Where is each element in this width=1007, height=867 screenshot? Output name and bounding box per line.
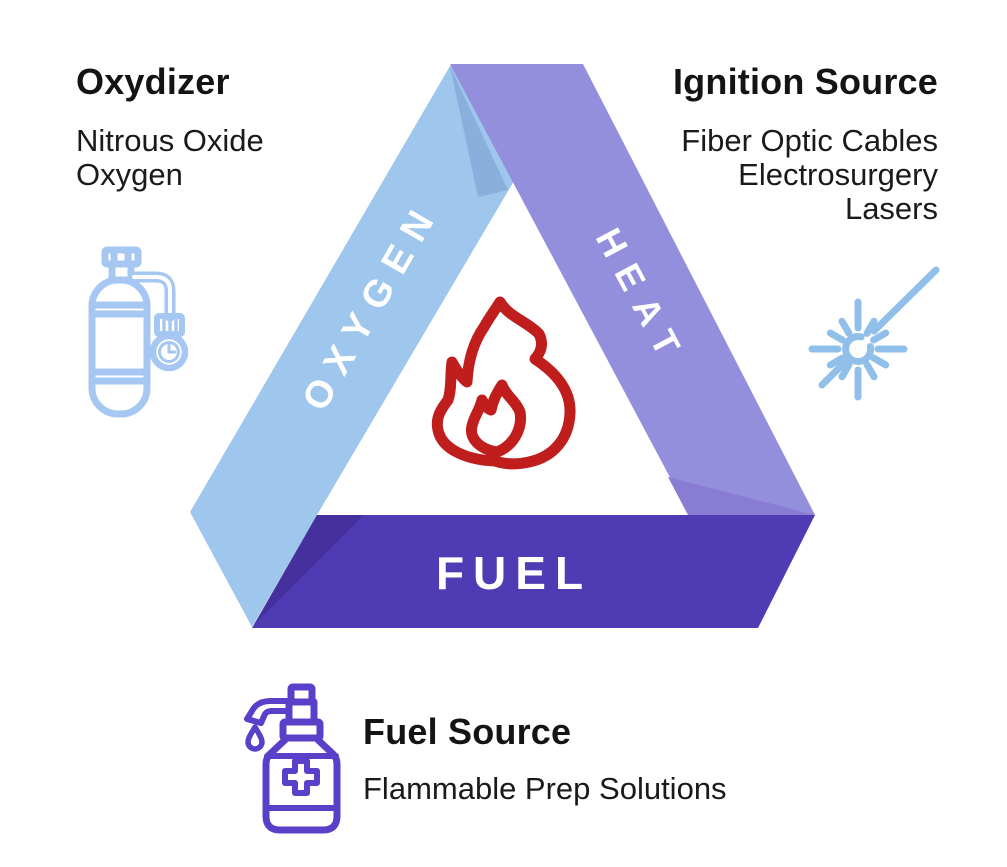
oxydizer-heading: Oxydizer (76, 61, 230, 102)
fuel-source-heading: Fuel Source (363, 711, 572, 752)
fuel-source-section: Fuel Source Flammable Prep Solutions (363, 712, 727, 806)
fuel-source-item: Flammable Prep Solutions (363, 771, 727, 806)
ignition-source-item: Electrosurgery (738, 157, 938, 192)
ignition-source-item: Fiber Optic Cables (681, 123, 938, 158)
heat-band-shape (450, 64, 815, 515)
oxygen-band-shape (190, 64, 583, 627)
fuel-band-shape (252, 515, 815, 628)
flame-icon (431, 296, 576, 470)
prep-bottle-icon (244, 683, 341, 834)
oxydizer-item: Oxygen (76, 157, 183, 192)
oxygen-band-fold (450, 66, 508, 197)
fuel-band-label: FUEL (435, 547, 593, 599)
ignition-source-heading: Ignition Source (672, 61, 938, 102)
ignition-source-section: Ignition Source Fiber Optic Cables Elect… (673, 62, 938, 226)
fuel-band-fold (254, 515, 364, 625)
ignition-source-item: Lasers (844, 191, 938, 226)
oxygen-tank-icon (88, 246, 189, 418)
oxydizer-section: Oxydizer Nitrous Oxide Oxygen (76, 62, 264, 192)
laser-icon (808, 266, 940, 401)
heat-band-fold (668, 477, 815, 515)
oxydizer-item: Nitrous Oxide (76, 123, 264, 158)
